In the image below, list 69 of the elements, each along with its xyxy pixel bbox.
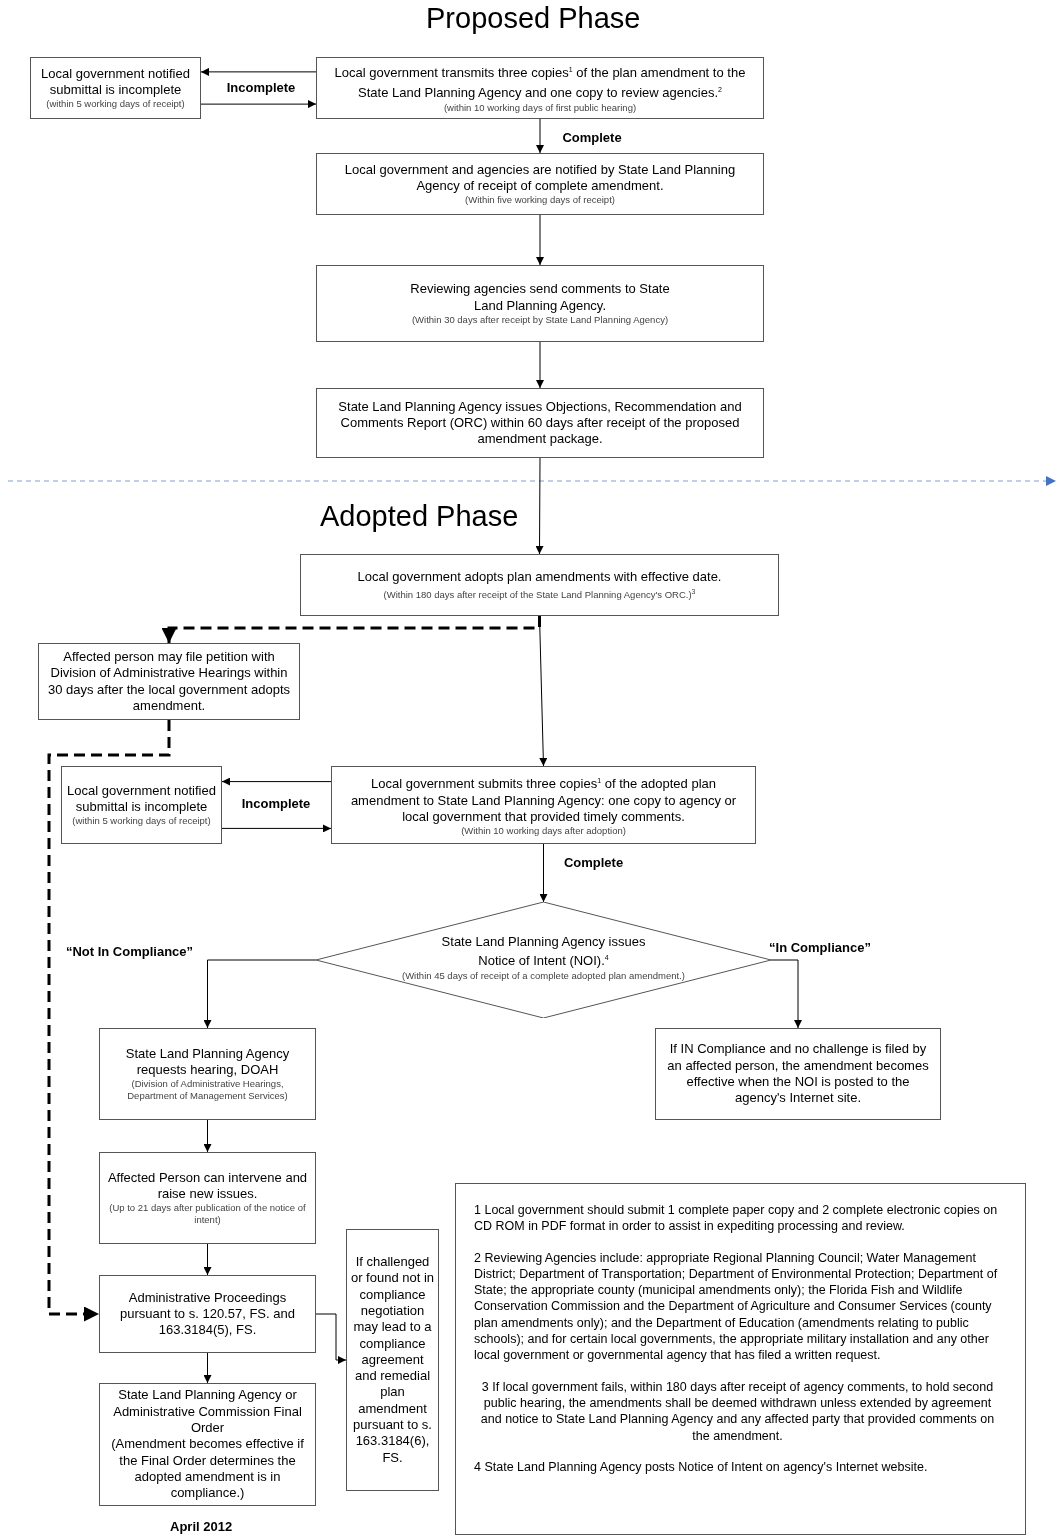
process-box [316,265,764,342]
node-text: Local government notified submittal is incomplete [40,65,191,99]
node-text: Local government notified submittal is incomplete [66,782,217,816]
arrow [536,341,544,389]
arrow [161,616,541,643]
node-text: Affected person may file petition with Division of Administrative Hearings within 30 days after the local government adopts amendment. [46,648,292,715]
node-note: (Within 45 days of receipt of a complete adopted plan amendment.) [401,969,686,982]
node-text: Local government adopts plan amendments with effective date. [356,569,723,586]
node-text: Local government and agencies are notified by State Land Planning Agency of receipt of complete amendment. [343,161,737,195]
process-box [38,643,300,720]
arrow [539,615,548,767]
node-text: State Land Planning Agency issues Objections, Recommendation and Comments Report (ORC) within 60 days after receipt of the proposed amendment package. [337,398,743,448]
node-note: (Division of Administrative Hearings, Department of Management Services) [126,1078,289,1103]
process-box [30,57,201,119]
arrow [315,1313,347,1364]
arrow [203,1243,212,1276]
process-box [99,1028,316,1120]
footnote: 1 Local government should submit 1 complete paper copy and 2 complete electronic copies on CD ROM in PDF format in order to assist in expediting processing and review. [474,1202,999,1235]
process-box [346,1229,439,1491]
date-label: April 2012 [170,1519,233,1534]
footnote: 4 State Land Planning Agency posts Notice of Intent on agency's Internet website. [474,1458,929,1476]
arrow [539,843,548,903]
arrow [221,777,332,786]
node-text: (Amendment becomes effective if the Final Order determines the adopted amendment is in compliance.) [110,1436,305,1502]
process-box [61,766,222,844]
node-text: State Land Planning Agency or Administrative Commission Final Order [112,1387,303,1437]
process-box [99,1152,316,1244]
node-text: State Land Planning Agency requests hearing, DOAH [124,1045,291,1079]
arrow [200,100,317,109]
arrow [200,67,317,76]
decision-diamond [316,902,771,1018]
process-box [316,153,764,215]
process-box [316,57,764,119]
node-note: (Within five working days of receipt) [464,194,616,207]
node-note: (within 10 working days of first public hearing) [442,101,638,114]
node-text: If challenged or found not in compliance negotiation may lead to a compliance agreement and remedial plan amendment pursuant to s. 163.3184(6), FS. [349,1254,436,1466]
node-text: If IN Compliance and no challenge is filed by an affected person, the amendment becomes effective when the NOI is posted to the agency's Internet site. [666,1041,930,1107]
node-note: (Within 30 days after receipt by State Land Planning Agency) [410,313,670,326]
arrow [47,720,171,1322]
process-box [316,388,764,458]
node-text: State Land Planning Agency issues Notice of Intent (NOI).$^{4}$ [440,934,647,970]
footnote: 2 Reviewing Agencies include: appropriate Regional Planning Council; Water Management District; Department of Transportation; Department of Environmental Protection; Department of State; the appropriate county (municipal amendments only); the Florida Fish and Wildlife Conservation Commission and the Department of Agriculture and Consumer Services (county plan amendments only); and the Department of Education (amendments relating to public schools); and for certain local governments, the appropriate military installation and any other local government or governmental agency that has filed a written request. [474,1249,999,1364]
node-note: (Within 10 working days after adoption) [460,825,627,838]
arrow [535,457,544,555]
node-text: Local government transmits three copies$^{1}$ of the plan amendment to the State Land Planning Agency and one copy to review agencies.$^{2}$ [333,64,747,102]
node-text: Administrative Proceedings pursuant to s. 120.57, FS. and 163.3184(5), FS. [119,1289,296,1339]
arrow [536,214,544,266]
arrow [770,959,802,1029]
footnote: 3 If local government fails, within 180 days after receipt of agency comments, to hold second public hearing, the amendments shall be deemed withdrawn unless extended by agreement and notice to State Land Planning Agency and any affected party that provided comments on the amendment. [479,1378,996,1444]
footnotes-box [455,1183,1026,1535]
node-text: Reviewing agencies send comments to State Land Planning Agency. [410,281,670,314]
arrow [221,824,332,833]
process-box [655,1028,941,1120]
process-box [300,554,779,616]
arrow [536,118,544,154]
process-box [99,1275,316,1353]
section-title: Adopted Phase [320,500,519,533]
arrow [203,1352,212,1384]
arrow [203,959,317,1029]
node-text: Local government submits three copies$^{1}$ of the adopted plan amendment to State Land Planning Agency: one copy to agency or local government that provided timely comments. [349,775,738,826]
arrow [203,1119,212,1153]
node-text: Affected Person can intervene and raise new issues. [106,1169,309,1203]
node-note: (within 5 working days of receipt) [45,98,186,111]
node-note: (Up to 21 days after publication of the notice of intent) [108,1202,307,1227]
process-box [331,766,756,844]
node-note: (Within 180 days after receipt of the State Land Planning Agency's ORC.)$^{3}$ [382,586,697,601]
process-box [99,1383,316,1506]
node-note: (within 5 working days of receipt) [71,815,212,828]
section-title: Proposed Phase [426,2,641,35]
